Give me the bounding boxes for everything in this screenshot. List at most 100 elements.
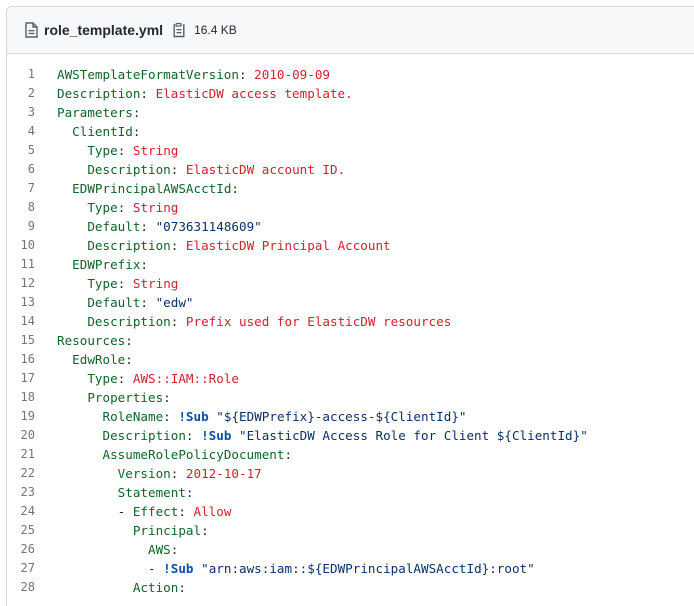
code-token: Type xyxy=(87,200,118,215)
code-line: 22 Version: 2012-10-17 xyxy=(7,464,694,483)
code-token: : xyxy=(185,485,194,500)
line-number[interactable]: 19 xyxy=(20,409,35,423)
code-text: Parameters: xyxy=(57,103,694,122)
indent xyxy=(57,143,87,158)
code-token: Description xyxy=(57,86,141,101)
indent xyxy=(57,352,72,367)
line-number[interactable]: 9 xyxy=(27,219,35,233)
code-token: EdwRole xyxy=(72,352,126,367)
code-token: Type xyxy=(87,371,118,386)
line-number[interactable]: 5 xyxy=(27,143,35,157)
code-text: Statement: xyxy=(57,483,694,502)
code-token: Default xyxy=(87,219,141,234)
code-text: Type: String xyxy=(57,141,694,160)
code-token: : xyxy=(117,200,133,215)
code-token: Version xyxy=(117,466,171,481)
line-number[interactable]: 4 xyxy=(27,124,35,138)
line-number[interactable]: 14 xyxy=(20,314,35,328)
line-number[interactable]: 23 xyxy=(20,485,35,499)
code-line: 6 Description: ElasticDW account ID. xyxy=(7,160,694,179)
code-token: : xyxy=(163,409,179,424)
code-token: : xyxy=(117,371,133,386)
code-token: "arn:aws:iam::${EDWPrincipalAWSAcctId}:r… xyxy=(201,561,535,576)
code-token: : xyxy=(170,466,186,481)
code-token: Description xyxy=(87,238,171,253)
indent xyxy=(57,485,118,500)
code-token: AssumeRolePolicyDocument xyxy=(102,447,285,462)
line-number[interactable]: 21 xyxy=(20,447,35,461)
line-number[interactable]: 3 xyxy=(27,105,35,119)
line-number[interactable]: 7 xyxy=(27,181,35,195)
code-line: 23 Statement: xyxy=(7,483,694,502)
line-number[interactable]: 22 xyxy=(20,466,35,480)
line-number[interactable]: 8 xyxy=(27,200,35,214)
code-line: 4 ClientId: xyxy=(7,122,694,141)
code-token: ElasticDW account ID. xyxy=(185,162,346,177)
code-token: !Sub xyxy=(201,428,232,443)
line-number[interactable]: 10 xyxy=(20,238,35,252)
code-line: 5 Type: String xyxy=(7,141,694,160)
line-number[interactable]: 17 xyxy=(20,371,35,385)
line-number[interactable]: 6 xyxy=(27,162,35,176)
code-text: EDWPrincipalAWSAcctId: xyxy=(57,179,694,198)
code-text: AWSTemplateFormatVersion: 2010-09-09 xyxy=(57,65,694,84)
file-name[interactable]: role_template.yml xyxy=(44,22,164,38)
line-number[interactable]: 15 xyxy=(20,333,35,347)
code-text: Type: String xyxy=(57,274,694,293)
code-token: : xyxy=(170,162,186,177)
copy-icon[interactable] xyxy=(172,22,186,38)
code-line: 21 AssumeRolePolicyDocument: xyxy=(7,445,694,464)
line-number[interactable]: 13 xyxy=(20,295,35,309)
code-token: RoleName xyxy=(102,409,164,424)
code-token: Description xyxy=(102,428,186,443)
line-number[interactable]: 20 xyxy=(20,428,35,442)
code-token: EDWPrefix xyxy=(72,257,141,272)
code-text: - !Sub "arn:aws:iam::${EDWPrincipalAWSAc… xyxy=(57,559,694,578)
code-token: : xyxy=(163,390,171,405)
code-text: Version: 2012-10-17 xyxy=(57,464,694,483)
code-token: : xyxy=(125,352,133,367)
code-token: "${EDWPrefix}-access-${ClientId}" xyxy=(216,409,467,424)
code-token: Type xyxy=(87,143,118,158)
code-token: EDWPrincipalAWSAcctId xyxy=(72,181,232,196)
code-line: 12 Type: String xyxy=(7,274,694,293)
code-token: - xyxy=(117,504,133,519)
line-number[interactable]: 27 xyxy=(20,561,35,575)
code-token: : xyxy=(132,124,141,139)
code-token: Allow xyxy=(193,504,232,519)
code-line: 9 Default: "073631148609" xyxy=(7,217,694,236)
indent xyxy=(57,124,72,139)
indent xyxy=(57,523,133,538)
line-number[interactable]: 16 xyxy=(20,352,35,366)
code-token: : xyxy=(170,238,186,253)
line-number[interactable]: 12 xyxy=(20,276,35,290)
code-token: "ElasticDW Access Role for Client ${Clie… xyxy=(239,428,588,443)
code-line: 18 Properties: xyxy=(7,388,694,407)
code-text: Description: !Sub "ElasticDW Access Role… xyxy=(57,426,694,445)
line-number[interactable]: 26 xyxy=(20,542,35,556)
line-number[interactable]: 11 xyxy=(20,257,35,271)
code-text: EdwRole: xyxy=(57,350,694,369)
code-token: Type xyxy=(87,276,118,291)
code-line: 1 AWSTemplateFormatVersion: 2010-09-09 xyxy=(7,65,694,84)
line-number[interactable]: 18 xyxy=(20,390,35,404)
code-token: String xyxy=(132,276,179,291)
code-token: ClientId xyxy=(72,124,133,139)
code-text: Default: "073631148609" xyxy=(57,217,694,236)
line-number[interactable]: 24 xyxy=(20,504,35,518)
code-line: 24 - Effect: Allow xyxy=(7,502,694,521)
line-number[interactable]: 25 xyxy=(20,523,35,537)
code-token: Default xyxy=(87,295,141,310)
indent xyxy=(57,200,87,215)
line-number[interactable]: 28 xyxy=(20,580,35,594)
indent xyxy=(57,390,87,405)
code-token: : xyxy=(201,523,209,538)
code-token: Prefix used for ElasticDW resources xyxy=(185,314,452,329)
indent xyxy=(57,447,103,462)
code-token: Principal xyxy=(132,523,202,538)
code-line: 26 AWS: xyxy=(7,540,694,559)
line-number[interactable]: 1 xyxy=(27,67,35,81)
code-line: 13 Default: "edw" xyxy=(7,293,694,312)
line-number[interactable]: 2 xyxy=(27,86,35,100)
code-text: AWS: xyxy=(57,540,694,559)
